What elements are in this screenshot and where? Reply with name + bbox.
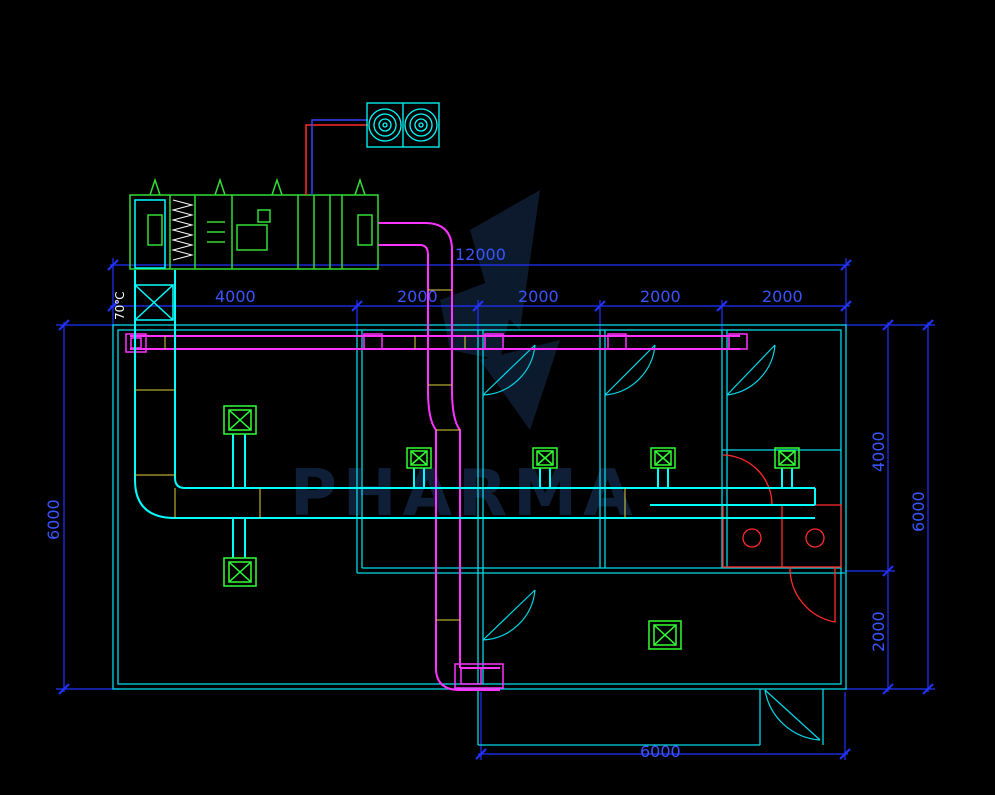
dim-top-3: 2000 xyxy=(518,287,559,306)
supply-duct-joints xyxy=(135,389,626,518)
door-exit xyxy=(764,689,821,741)
return-grille-icon xyxy=(363,333,383,350)
ahu-coil xyxy=(171,199,194,261)
door-3 xyxy=(726,344,776,396)
diffusers xyxy=(223,405,800,650)
condenser-unit xyxy=(366,102,440,148)
dimension-ticks xyxy=(58,259,934,760)
air-handling-unit xyxy=(129,177,379,270)
return-grille-icon xyxy=(460,667,482,685)
ahu-outlet xyxy=(134,199,174,321)
dim-overall-width: 12000 xyxy=(455,245,506,264)
diffuser-icon xyxy=(532,447,558,469)
diffuser-icon xyxy=(223,405,257,435)
return-duct xyxy=(130,222,740,691)
return-duct-joints xyxy=(164,289,466,621)
dim-right-upper: 4000 xyxy=(869,431,888,472)
dim-right-height: 6000 xyxy=(909,491,928,532)
diffuser-icon xyxy=(223,557,257,587)
diffuser-icon xyxy=(774,447,800,469)
door-1 xyxy=(482,344,536,396)
return-grille-icon xyxy=(607,333,627,350)
fan-icon xyxy=(368,108,402,142)
dim-left-height: 6000 xyxy=(44,499,63,540)
supply-duct xyxy=(134,270,816,558)
return-grille-icon xyxy=(484,333,504,350)
diffuser-icon xyxy=(406,447,432,469)
door-4 xyxy=(482,589,536,641)
dim-top-1: 4000 xyxy=(215,287,256,306)
doors xyxy=(482,344,821,741)
door-2 xyxy=(604,344,656,396)
return-grille-icon xyxy=(728,333,748,350)
dim-top-4: 2000 xyxy=(640,287,681,306)
dim-top-5: 2000 xyxy=(762,287,803,306)
diffuser-icon xyxy=(650,447,676,469)
watermark-logo xyxy=(440,190,560,430)
refrigerant-lines xyxy=(305,119,368,195)
return-grille-icon xyxy=(454,663,504,689)
dim-bottom: 6000 xyxy=(640,742,681,761)
walls xyxy=(112,324,847,746)
temperature-label: 70℃ xyxy=(113,291,127,320)
diffuser-icon xyxy=(648,620,682,650)
watermark-text: PHARMA xyxy=(290,457,639,531)
watermark: PHARMA xyxy=(290,190,639,531)
dim-right-lower: 2000 xyxy=(869,611,888,652)
fan-icon xyxy=(404,108,438,142)
